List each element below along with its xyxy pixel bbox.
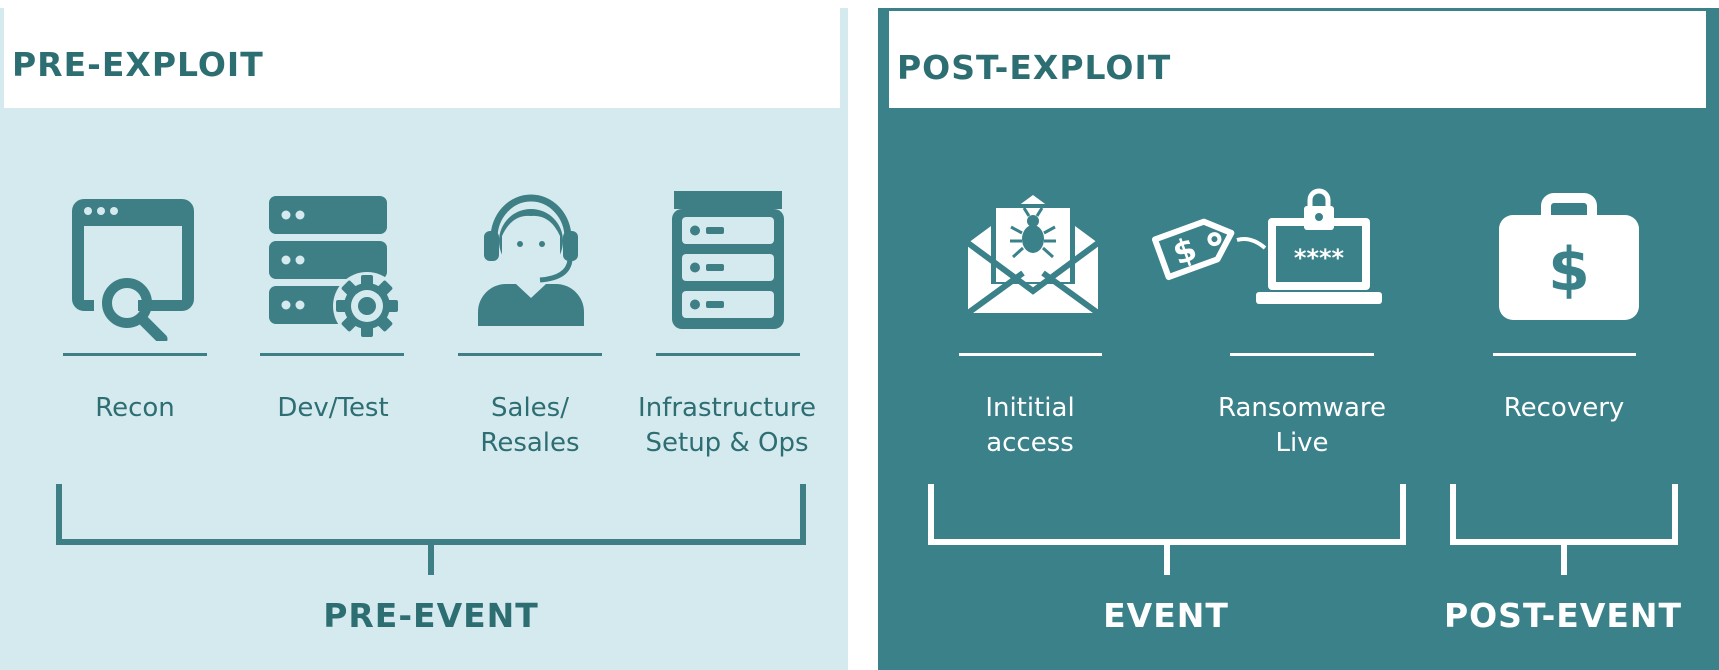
post-exploit-panel: POST-EXPLOIT $: [878, 8, 1719, 670]
locked-laptop-ransom-icon: $ ****: [1151, 188, 1382, 304]
browser-search-icon: [72, 199, 194, 341]
pre-exploit-title: PRE-EXPLOIT: [12, 45, 264, 84]
sales-separator: [458, 353, 602, 356]
initial-access-separator: [959, 353, 1102, 356]
devtest-separator: [260, 353, 404, 356]
post-event-label: POST-EVENT: [1443, 596, 1683, 635]
server-stack-icon: [672, 191, 784, 329]
stage-label-initial-access: Inititial access: [985, 393, 1075, 458]
stage-label-infrastructure: Infrastructure Setup & Ops: [638, 393, 816, 458]
pre-event-bracket: [56, 484, 806, 575]
pre-exploit-title-bar: PRE-EXPLOIT: [4, 8, 840, 108]
infrastructure-separator: [656, 353, 800, 356]
stage-label-recon: Recon: [95, 393, 175, 423]
svg-text:$: $: [1168, 229, 1202, 272]
svg-text:$: $: [1548, 235, 1590, 305]
headset-agent-icon: [478, 194, 584, 326]
post-exploit-title-bar: POST-EXPLOIT: [886, 8, 1709, 108]
stage-label-recovery: Recovery: [1503, 393, 1625, 423]
event-label: EVENT: [1103, 596, 1229, 635]
stage-label-ransomware: Ransomware Live: [1218, 393, 1386, 458]
server-gear-icon: [269, 196, 401, 340]
recon-separator: [63, 353, 207, 356]
stage-label-sales: Sales/ Resales: [480, 393, 580, 458]
event-bracket: [928, 484, 1406, 575]
ransomware-separator: [1230, 353, 1374, 356]
recovery-separator: [1493, 353, 1636, 356]
pre-event-label: PRE-EVENT: [323, 596, 539, 635]
post-exploit-title: POST-EXPLOIT: [897, 48, 1172, 87]
password-mask-text: ****: [1294, 244, 1345, 272]
stage-label-devtest: Dev/Test: [277, 393, 389, 423]
post-event-bracket: [1450, 484, 1678, 575]
pre-exploit-panel: PRE-EXPLOIT: [0, 8, 848, 670]
malicious-email-icon: [966, 195, 1100, 313]
money-bag-icon: $: [1499, 193, 1639, 320]
